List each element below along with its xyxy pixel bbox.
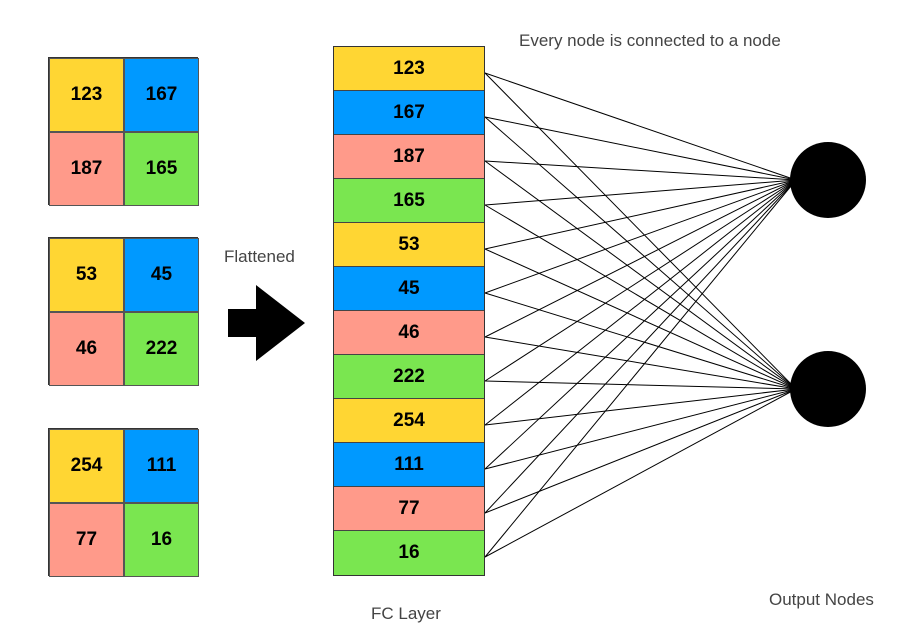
grid-cell: 77 xyxy=(49,503,124,577)
connection-line xyxy=(484,179,797,206)
connection-lines xyxy=(484,72,797,558)
fc-cell: 222 xyxy=(334,355,484,399)
connection-line xyxy=(484,72,797,390)
connection-line xyxy=(484,179,797,558)
fc-cell: 53 xyxy=(334,223,484,267)
connection-line xyxy=(484,179,797,470)
fc-cell: 187 xyxy=(334,135,484,179)
fc-cell: 16 xyxy=(334,531,484,575)
fc-cell: 167 xyxy=(334,91,484,135)
grid-cell: 45 xyxy=(124,238,199,312)
connection-line xyxy=(484,388,797,470)
right-arrow-icon xyxy=(228,285,305,361)
connection-line xyxy=(484,160,797,390)
flattened-label: Flattened xyxy=(224,247,295,266)
fc-cell: 46 xyxy=(334,311,484,355)
connection-line xyxy=(484,204,797,390)
grid-cell: 254 xyxy=(49,429,124,503)
fc-cell: 111 xyxy=(334,443,484,487)
grid-cell: 167 xyxy=(124,58,199,132)
fc-cell: 254 xyxy=(334,399,484,443)
grid-cell: 16 xyxy=(124,503,199,577)
connection-line xyxy=(484,336,797,390)
grid-cell: 53 xyxy=(49,238,124,312)
connection-line xyxy=(484,179,797,338)
fc-layer-label: FC Layer xyxy=(371,604,441,623)
grid-cell: 187 xyxy=(49,132,124,206)
connection-line xyxy=(484,179,797,382)
connection-line xyxy=(484,116,797,390)
fc-cell: 77 xyxy=(334,487,484,531)
output-node-2 xyxy=(790,351,866,427)
connection-label: Every node is connected to a node xyxy=(519,31,781,50)
connection-line xyxy=(484,388,797,558)
grid-cell: 222 xyxy=(124,312,199,386)
fc-cell: 165 xyxy=(334,179,484,223)
connection-line xyxy=(484,179,797,250)
grid-cell: 46 xyxy=(49,312,124,386)
fc-cell: 123 xyxy=(334,47,484,91)
connection-line xyxy=(484,72,797,181)
grid-cell: 111 xyxy=(124,429,199,503)
connection-line xyxy=(484,160,797,181)
connection-line xyxy=(484,179,797,294)
connection-line xyxy=(484,179,797,426)
connection-line xyxy=(484,380,797,390)
connection-line xyxy=(484,388,797,426)
fc-cell: 45 xyxy=(334,267,484,311)
connection-line xyxy=(484,248,797,390)
grid-cell: 165 xyxy=(124,132,199,206)
connection-line xyxy=(484,116,797,181)
output-node-1 xyxy=(790,142,866,218)
connection-line xyxy=(484,292,797,390)
connection-line xyxy=(484,179,797,514)
output-nodes-label: Output Nodes xyxy=(769,590,874,609)
grid-cell: 123 xyxy=(49,58,124,132)
connection-line xyxy=(484,388,797,514)
